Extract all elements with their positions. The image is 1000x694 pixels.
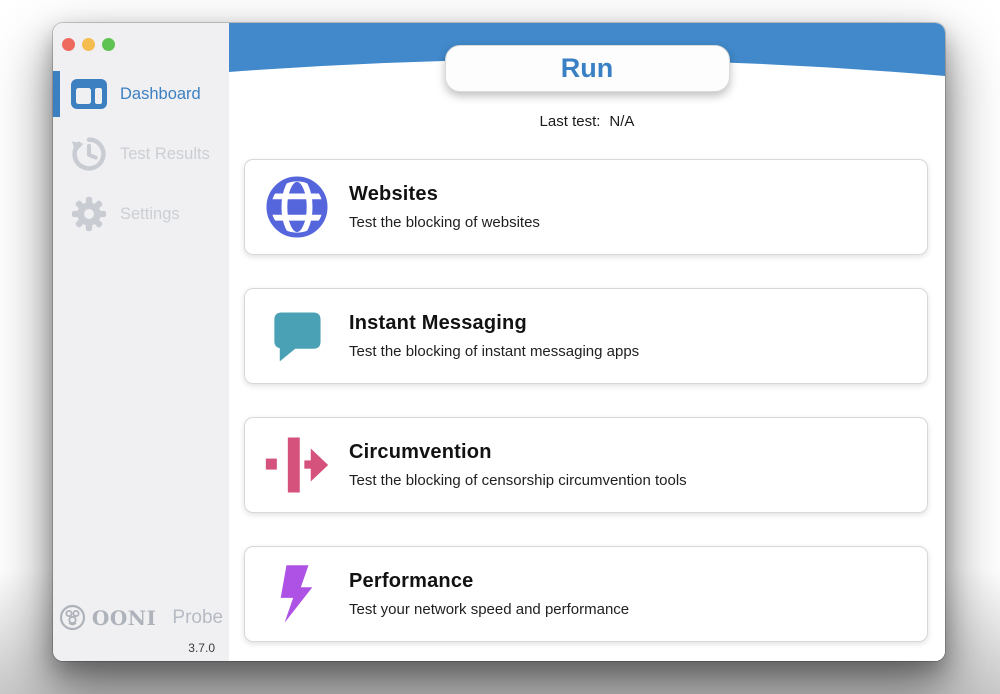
card-title: Instant Messaging — [349, 312, 527, 334]
sidebar-item-label: Settings — [120, 204, 180, 223]
logo-brand-text: OONI — [91, 605, 157, 630]
close-button[interactable] — [62, 38, 75, 51]
main-content: Run Last test: N/A — [229, 23, 945, 661]
card-title: Performance — [349, 570, 474, 592]
last-test-label: Last test: — [539, 113, 601, 130]
sidebar: Dashboard Test Results — [53, 23, 229, 661]
sidebar-item-label: Dashboard — [120, 84, 201, 103]
run-button[interactable]: Run — [444, 45, 730, 92]
sidebar-item-dashboard[interactable]: Dashboard — [53, 71, 229, 117]
lightning-bolt-icon — [263, 563, 331, 625]
zoom-button[interactable] — [102, 38, 115, 51]
window-controls — [53, 23, 229, 51]
card-subtitle: Test your network speed and performance — [349, 601, 630, 618]
card-subtitle: Test the blocking of censorship circumve… — [349, 472, 687, 489]
circumvention-arrow-icon — [263, 435, 331, 495]
app-window: Dashboard Test Results — [53, 23, 945, 661]
logo-product-text: Probe — [172, 606, 224, 628]
minimize-button[interactable] — [82, 38, 95, 51]
last-test-status: Last test: N/A — [229, 113, 945, 130]
sidebar-nav: Dashboard Test Results — [53, 71, 229, 237]
sidebar-item-label: Test Results — [120, 144, 210, 163]
card-subtitle: Test the blocking of instant messaging a… — [349, 343, 640, 360]
card-subtitle: Test the blocking of websites — [349, 214, 540, 231]
gear-icon — [70, 196, 107, 232]
last-test-value: N/A — [609, 113, 635, 130]
dashboard-icon — [70, 79, 107, 109]
history-icon — [70, 136, 107, 172]
chat-bubble-icon — [263, 306, 331, 366]
sidebar-footer: OONI Probe 3.7.0 — [53, 604, 229, 655]
card-circumvention[interactable]: Circumvention Test the blocking of censo… — [244, 417, 928, 513]
ooni-logo-icon — [59, 604, 86, 631]
card-title: Websites — [349, 183, 439, 205]
card-websites[interactable]: Websites Test the blocking of websites — [244, 159, 928, 255]
sidebar-item-test-results[interactable]: Test Results — [53, 131, 229, 177]
sidebar-item-settings[interactable]: Settings — [53, 191, 229, 237]
card-instant-messaging[interactable]: Instant Messaging Test the blocking of i… — [244, 288, 928, 384]
ooni-probe-logo: OONI Probe — [59, 604, 223, 631]
card-title: Circumvention — [349, 441, 492, 463]
test-card-list: Websites Test the blocking of websites I… — [244, 159, 928, 642]
app-version: 3.7.0 — [188, 641, 215, 655]
globe-icon — [263, 176, 331, 238]
card-performance[interactable]: Performance Test your network speed and … — [244, 546, 928, 642]
